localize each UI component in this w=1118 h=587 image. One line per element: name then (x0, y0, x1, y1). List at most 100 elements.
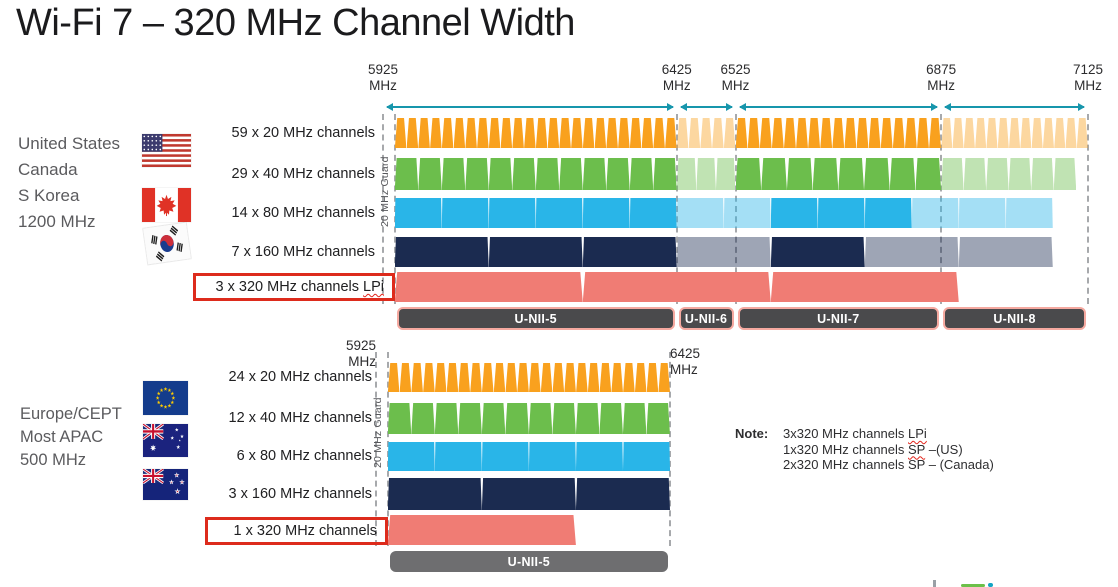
channel-block (747, 118, 760, 148)
channel-block (481, 403, 506, 434)
channel-block (880, 118, 893, 148)
logo-fragment-icon (961, 584, 985, 587)
channel-block (761, 158, 787, 190)
u-nii-band-badge: U-NII-7 (737, 307, 940, 330)
guard-band-label: 20 MHz Guard (379, 156, 391, 228)
channel-block (488, 158, 513, 190)
channel-block (817, 198, 865, 228)
channel-segment (941, 118, 1088, 148)
channel-block (844, 118, 857, 148)
channel-block (1008, 158, 1032, 190)
channel-row-label: 6 x 80 MHz channels (236, 448, 372, 464)
channel-block (535, 158, 560, 190)
channel-block (941, 158, 964, 190)
channel-block (505, 363, 518, 392)
channel-block (941, 118, 953, 148)
channel-block (394, 237, 489, 267)
channel-segment (864, 237, 1053, 267)
channel-block (535, 118, 548, 148)
channel-segment (394, 158, 677, 190)
channel-row (376, 403, 670, 434)
channel-block (688, 118, 701, 148)
channel-block (646, 403, 670, 434)
channel-row (383, 158, 1088, 190)
channel-segment (770, 198, 912, 228)
channel-block (512, 158, 536, 190)
channel-block (540, 363, 553, 392)
channel-block (387, 403, 412, 434)
channel-block (611, 363, 623, 392)
channel-block (634, 363, 647, 392)
channel-block (658, 363, 671, 392)
channel-block (770, 237, 865, 267)
channel-block (820, 118, 833, 148)
channel-block (493, 363, 506, 392)
channel-block (770, 198, 818, 228)
channel-block (575, 442, 623, 471)
channel-block (676, 118, 689, 148)
channel-block (529, 363, 541, 392)
channel-block (606, 118, 618, 148)
channel-block (783, 118, 796, 148)
channel-segment (941, 158, 1077, 190)
channel-block (653, 118, 665, 148)
channel-row (376, 442, 671, 471)
channel-block (441, 198, 489, 228)
channel-block (535, 198, 583, 228)
channel-block (559, 158, 583, 190)
channel-block (599, 403, 623, 434)
region-line: Canada (18, 160, 78, 179)
channel-block (576, 363, 588, 392)
range-arrow (679, 103, 733, 111)
channel-block (481, 478, 576, 510)
logo-fragment-icon (988, 583, 993, 587)
channel-block (1065, 118, 1077, 148)
channel-block (641, 118, 654, 148)
channel-segment (394, 118, 677, 148)
channel-block (975, 118, 987, 148)
channel-row-label: 14 x 80 MHz channels (231, 205, 375, 221)
channel-segment (735, 158, 942, 190)
dashed-line (382, 114, 384, 304)
channel-block (582, 158, 607, 190)
channel-row-label: 3 x 320 MHz channels LPi (0, 273, 395, 301)
channel-block (889, 158, 916, 190)
channel-row (376, 478, 670, 510)
channel-block (477, 118, 489, 148)
channel-block (470, 363, 482, 392)
channel-block (481, 442, 529, 471)
channel-segment (394, 272, 959, 302)
channel-block (1054, 118, 1066, 148)
note-line: 3x320 MHz channels LPi (783, 426, 927, 441)
channel-block (465, 118, 477, 148)
channel-block (434, 363, 447, 392)
dashed-line (393, 114, 396, 304)
channel-block (582, 272, 771, 302)
channel-segment (911, 198, 1053, 228)
u-nii-band-label: U-NII-7 (817, 311, 860, 326)
channel-row-label: 3 x 160 MHz channels (228, 486, 372, 502)
channel-block (394, 118, 407, 148)
channel-block (552, 403, 576, 434)
channel-block (696, 158, 716, 190)
channel-block (770, 272, 959, 302)
channel-block (387, 478, 482, 510)
channel-block (500, 118, 513, 148)
channel-row-label: 7 x 160 MHz channels (231, 244, 375, 260)
channel-segment (676, 118, 736, 148)
channel-block (406, 118, 419, 148)
channel-block (618, 118, 630, 148)
channel-row (376, 515, 670, 545)
channel-block (599, 363, 612, 392)
channel-block (441, 158, 466, 190)
channel-row-label: 24 x 20 MHz channels (228, 369, 372, 385)
channel-block (394, 158, 419, 190)
channel-block (1031, 158, 1054, 190)
channel-block (411, 363, 423, 392)
channel-segment (387, 403, 670, 434)
channel-row (383, 118, 1088, 148)
note-line: 1x320 MHz channels SP –(US) (783, 441, 963, 457)
